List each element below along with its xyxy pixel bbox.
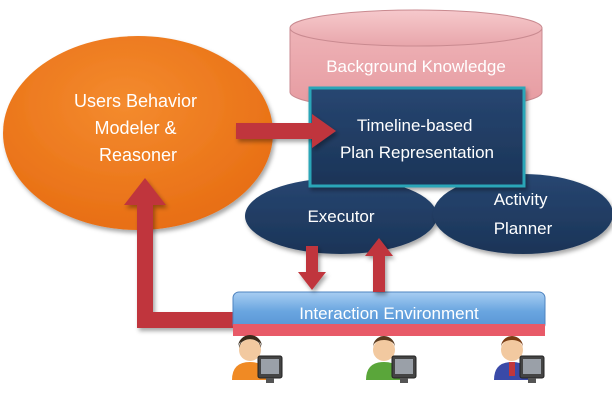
activity-planner-node: Activity Planner [433,174,612,254]
user-2 [366,336,417,383]
executor-node: Executor [245,178,437,254]
timeline-plan-node: Timeline-based Plan Representation [308,86,526,188]
users-behavior-line-2: Modeler & [94,118,176,138]
user-3 [494,336,545,383]
users-behavior-line-1: Users Behavior [74,91,197,111]
executor-label: Executor [307,207,374,226]
arrow-executor-to-environment [298,246,326,290]
arrow-environment-to-executor [365,238,393,292]
svg-text:Users Behavior Modeler &: Users Behavior Modeler & Reasoner [74,91,202,165]
activity-planner-line-1: Activity [494,190,548,209]
user-at-computer-icon [494,336,545,383]
timeline-plan-line-1: Timeline-based [357,116,473,135]
background-knowledge-label: Background Knowledge [326,57,506,76]
arrow-environment-to-behavior [124,178,240,328]
svg-text:Timeline-based Plan Repr: Timeline-based Plan Representation [340,116,494,162]
interaction-environment-bar: Interaction Environment [232,291,546,336]
interaction-environment-label: Interaction Environment [299,304,479,323]
users-behavior-modeler-node: Users Behavior Modeler & Reasoner [3,36,273,230]
activity-planner-line-2: Planner [494,219,553,238]
timeline-plan-line-2: Plan Representation [340,143,494,162]
user-at-computer-icon [232,335,283,383]
users-behavior-line-3: Reasoner [99,145,177,165]
user-at-computer-icon [366,336,417,383]
arrow-behavior-to-plan [236,114,336,148]
user-1 [232,335,283,383]
svg-text:Activity Planner: Activity Planner [494,190,553,238]
